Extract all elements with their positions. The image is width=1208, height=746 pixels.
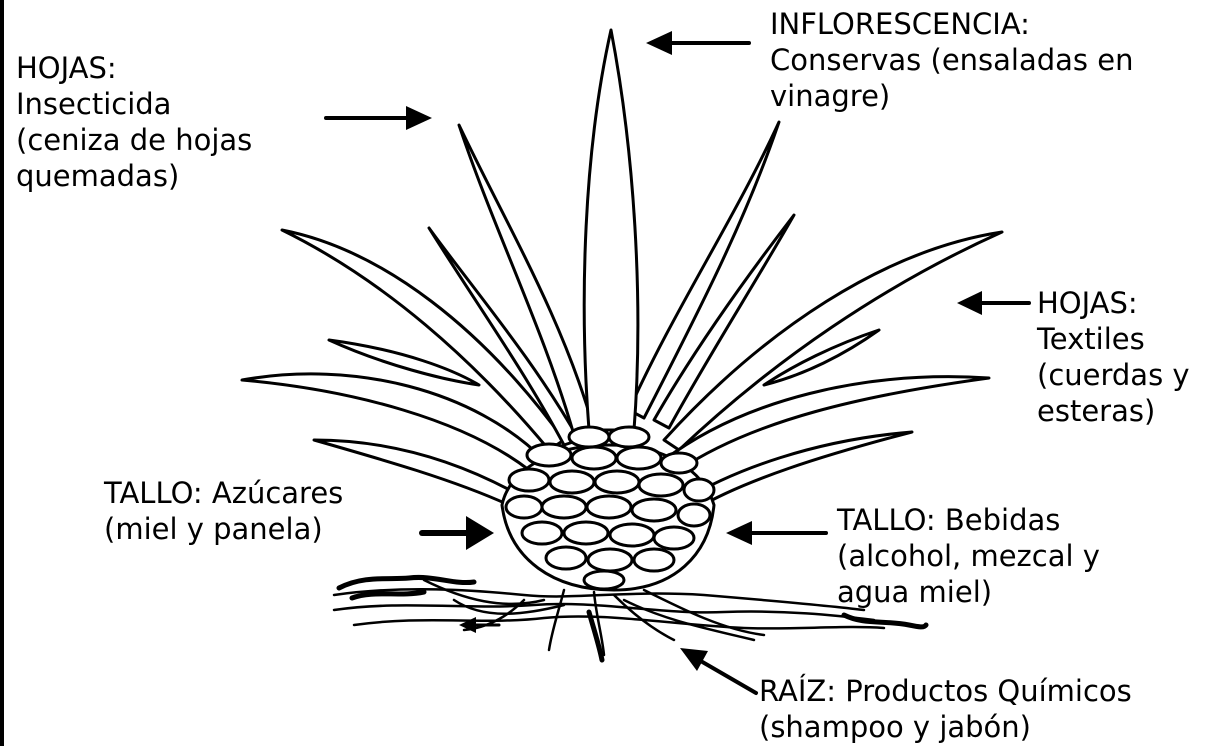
label-line: Insecticida [16,86,252,122]
label-line: TALLO: Bebidas [837,502,1100,538]
label-hojas-insecticida: HOJAS: Insecticida (ceniza de hojas quem… [16,50,252,194]
label-line: HOJAS: [16,50,252,86]
label-hojas-textiles: HOJAS: Textiles (cuerdas y esteras) [1037,285,1190,429]
arrow-inflorescencia [646,31,749,55]
arrow-tallo-azucares [422,516,494,550]
inflorescence-spike [584,30,638,430]
arrow-hojas-right [957,291,1029,315]
label-tallo-azucares: TALLO: Azúcares (miel y panela) [104,475,343,547]
label-line: (cuerdas y [1037,357,1190,393]
label-line: (ceniza de hojas [16,122,252,158]
arrow-tallo-bebidas [726,521,826,545]
label-line: (miel y panela) [104,511,343,547]
label-raiz: RAÍZ: Productos Químicos (shampoo y jabó… [759,673,1132,745]
label-line: esteras) [1037,393,1190,429]
label-line: quemadas) [16,158,252,194]
label-line: (shampoo y jabón) [759,709,1132,745]
label-line: RAÍZ: Productos Químicos [759,673,1132,709]
label-line: INFLORESCENCIA: [770,6,1133,42]
label-line: vinagre) [770,78,1133,114]
arrow-hojas-left [326,106,432,130]
label-line: (alcohol, mezcal y [837,538,1100,574]
label-line: Conservas (ensaladas en [770,42,1133,78]
label-line: HOJAS: [1037,285,1190,321]
leaf [459,125,594,435]
label-line: Textiles [1037,321,1190,357]
label-tallo-bebidas: TALLO: Bebidas (alcohol, mezcal y agua m… [837,502,1100,610]
label-line: TALLO: Azúcares [104,475,343,511]
leaf [314,440,519,505]
label-line: agua miel) [837,574,1100,610]
arrow-raiz [680,648,756,693]
label-inflorescencia: INFLORESCENCIA: Conservas (ensaladas en … [770,6,1133,114]
